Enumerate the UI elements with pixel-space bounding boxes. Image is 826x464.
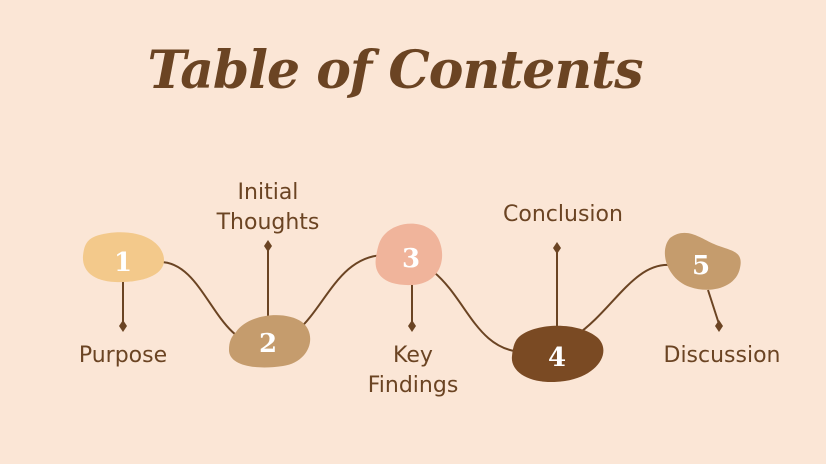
step-5-blob [664,232,741,290]
step-4-number: 4 [548,343,566,373]
step-4-blob [511,325,604,383]
pointer-2 [264,240,272,318]
step-2-label: Initial Thoughts [216,180,320,235]
step-5-label: Discussion [663,343,781,368]
step-3-number: 3 [402,244,420,274]
step-2-number: 2 [259,329,277,359]
step-2-blob [229,315,311,368]
step-5-number: 5 [692,251,710,281]
pointer-1 [119,282,127,332]
step-1-label: Purpose [78,343,168,368]
step-4-label: Conclusion [503,202,623,227]
step-1-blob [82,232,165,283]
step-3-label: Key Findings [367,343,459,398]
step-1-number: 1 [114,248,132,278]
step-3-blob [375,223,443,286]
pointer-4 [553,242,561,328]
pointer-3 [408,285,416,332]
pointer-5 [707,289,723,332]
page-title: Table of Contents [147,40,644,101]
